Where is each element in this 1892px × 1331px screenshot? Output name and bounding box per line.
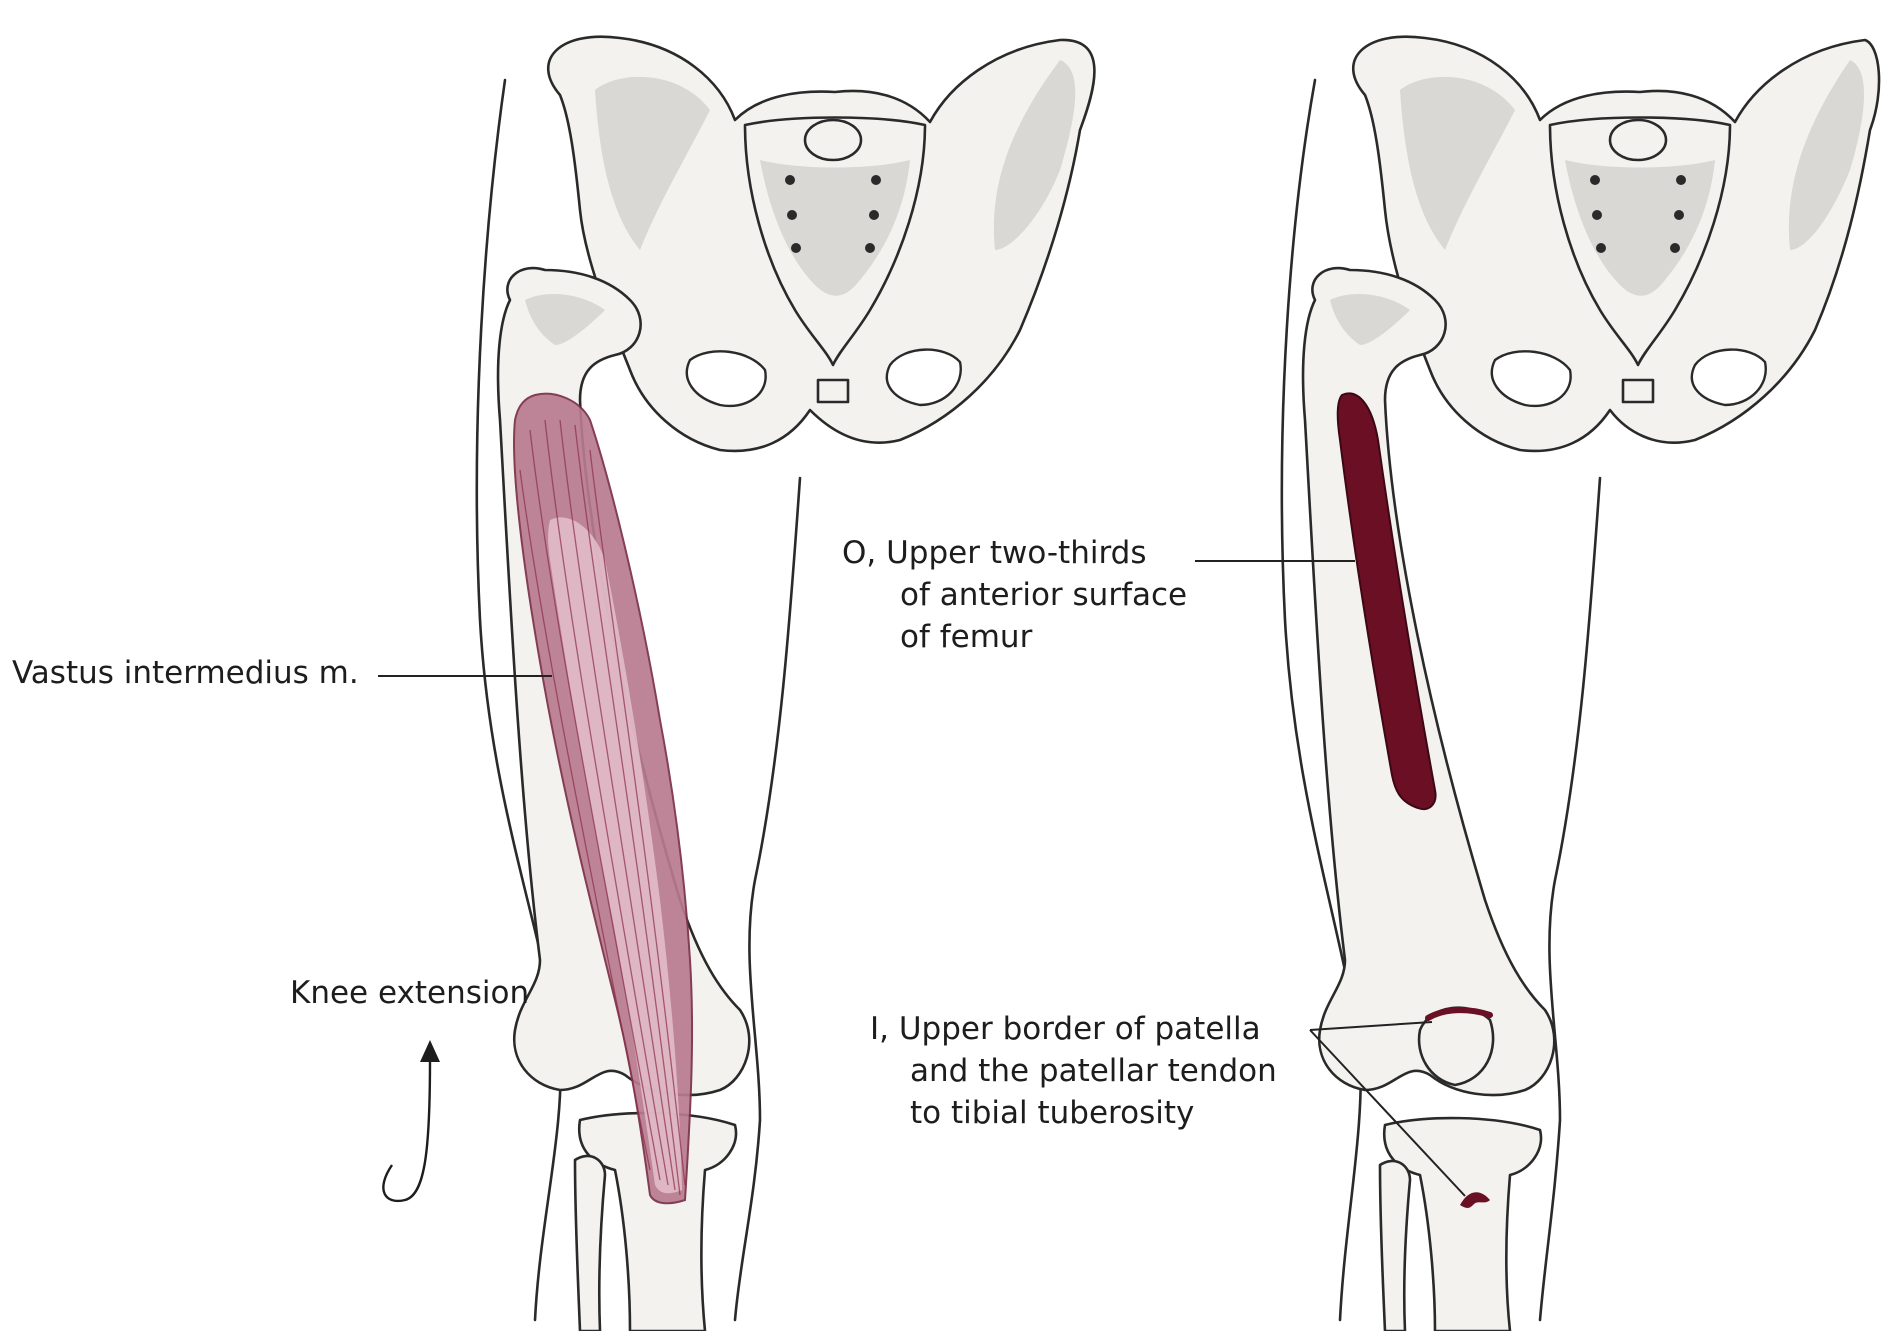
origin-label-line-2: of anterior surface <box>842 574 1187 616</box>
left-pelvis <box>548 37 1094 451</box>
insertion-label-line-2: and the patellar tendon <box>870 1050 1277 1092</box>
left-thigh-inner-outline <box>735 478 800 1320</box>
insertion-label-line-3: to tibial tuberosity <box>870 1092 1277 1134</box>
insertion-label-line-1: I, Upper border of patella <box>870 1008 1277 1050</box>
right-pelvis <box>1353 37 1879 451</box>
origin-label-line-1: O, Upper two-thirds <box>842 532 1187 574</box>
action-label: Knee extension <box>290 972 529 1014</box>
right-thigh-inner-outline <box>1540 478 1600 1320</box>
origin-label-line-3: of femur <box>842 616 1187 658</box>
insertion-label: I, Upper border of patella and the patel… <box>870 1008 1277 1134</box>
left-figure <box>378 37 1094 1331</box>
origin-label: O, Upper two-thirds of anterior surface … <box>842 532 1187 658</box>
curved-arrow-up-icon <box>383 1060 430 1201</box>
arrow-head-icon <box>420 1040 440 1062</box>
right-figure <box>1195 37 1879 1331</box>
right-lower-leg-bones <box>1380 1118 1541 1331</box>
muscle-label: Vastus intermedius m. <box>12 652 359 694</box>
